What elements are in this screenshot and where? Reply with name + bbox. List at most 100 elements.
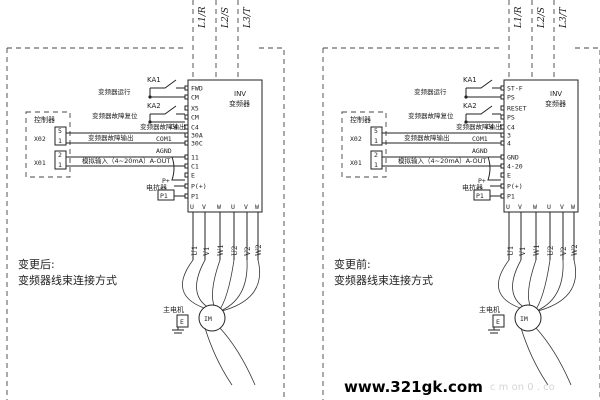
cable-label: U1 bbox=[191, 246, 199, 256]
terminal-pin bbox=[500, 94, 505, 100]
terminal-label: PS bbox=[507, 114, 515, 122]
wire-tag: AGND bbox=[472, 147, 488, 155]
cable-label: W2 bbox=[255, 244, 263, 256]
port-pin: 1 bbox=[374, 137, 378, 145]
terminal-pin bbox=[500, 85, 505, 91]
ground-label: E bbox=[180, 318, 184, 326]
junction-dot bbox=[148, 120, 152, 124]
panel-enclosure bbox=[6, 47, 285, 400]
terminal-pin bbox=[184, 183, 189, 189]
controller-box bbox=[341, 111, 387, 178]
cable-label: V1 bbox=[203, 246, 211, 257]
ground-label: E bbox=[496, 318, 500, 326]
terminal-label: W bbox=[255, 203, 259, 211]
wire-tag: AGND bbox=[156, 147, 172, 155]
ka1-contact bbox=[466, 79, 501, 89]
fault-output-label: 变频器故障输出 bbox=[456, 122, 502, 131]
terminal-pin bbox=[500, 163, 505, 169]
terminal-pin bbox=[500, 154, 505, 160]
terminal-pin bbox=[184, 172, 189, 178]
port-x02 bbox=[370, 126, 383, 146]
junction-dot bbox=[464, 95, 468, 99]
reset-label: 变频器故障复位 bbox=[408, 111, 454, 120]
motor-lead bbox=[528, 259, 537, 313]
terminal-label: FWD bbox=[191, 85, 203, 93]
terminal-pin bbox=[500, 183, 505, 189]
motor-lead bbox=[217, 259, 248, 313]
run-label: 变频器运行 bbox=[414, 87, 447, 96]
terminal-label: V bbox=[244, 203, 248, 211]
terminal-pin bbox=[184, 114, 189, 120]
terminal-pin bbox=[184, 85, 189, 91]
motor-lead bbox=[219, 327, 256, 386]
reactor-box bbox=[157, 189, 175, 201]
ka2-contact bbox=[150, 105, 185, 115]
shield-wire bbox=[171, 156, 185, 181]
port-x02 bbox=[54, 126, 67, 146]
motor-lead bbox=[533, 259, 564, 313]
terminal-pin bbox=[184, 132, 189, 138]
relay-label: KA2 bbox=[463, 102, 477, 110]
terminal-label: 11 bbox=[191, 154, 199, 162]
reactor-label: 电抗器 bbox=[462, 183, 483, 192]
motor-lead bbox=[512, 259, 535, 313]
cable-label: U2 bbox=[547, 246, 555, 256]
reactor-terminal: P1 bbox=[476, 192, 484, 200]
controller-box bbox=[25, 111, 71, 178]
terminal-label: E bbox=[191, 172, 195, 180]
caption-line1: 变更后: bbox=[18, 257, 55, 271]
terminal-pin bbox=[184, 154, 189, 160]
ka2-contact bbox=[466, 105, 501, 115]
reactor-box bbox=[473, 189, 491, 201]
cable-label: U2 bbox=[231, 246, 239, 256]
terminal-label: 30A bbox=[191, 132, 203, 140]
terminal-pin bbox=[500, 172, 505, 178]
motor-lead bbox=[535, 327, 572, 386]
supply-label: L1/R bbox=[198, 6, 208, 29]
panel-enclosure bbox=[322, 47, 600, 400]
terminal-pin bbox=[184, 163, 189, 169]
inverter-label: 变频器 bbox=[545, 99, 566, 108]
motor-circle bbox=[514, 304, 542, 332]
cable-label: W2 bbox=[571, 244, 579, 256]
supply-label: L3/T bbox=[243, 6, 253, 29]
motor-name: 主电机 bbox=[479, 305, 500, 314]
terminal-pin bbox=[184, 124, 189, 130]
terminal-pin bbox=[500, 124, 505, 130]
terminal-pin bbox=[500, 114, 505, 120]
motor-lead bbox=[182, 259, 219, 313]
port-pin: 1 bbox=[58, 161, 62, 169]
port-label: X02 bbox=[350, 135, 362, 143]
relay-label: KA1 bbox=[147, 76, 161, 84]
port-label: X01 bbox=[34, 159, 46, 167]
terminal-label: 4-20 bbox=[507, 163, 523, 171]
analog-label: 模拟输入（4~20mA）A-OUT bbox=[398, 156, 486, 165]
reactor-label: 电抗器 bbox=[146, 183, 167, 192]
caption-line2: 变频器线束连接方式 bbox=[18, 273, 117, 287]
terminal-label: W bbox=[217, 203, 221, 211]
terminal-label: U bbox=[190, 203, 194, 211]
ka1-contact bbox=[150, 79, 185, 89]
port-pin: 2 bbox=[58, 151, 62, 159]
terminal-label: V bbox=[202, 203, 206, 211]
terminal-label: U bbox=[506, 203, 510, 211]
terminal-label: RESET bbox=[507, 105, 527, 113]
analog-label: 模拟输入（4~20mA）A-OUT bbox=[82, 156, 170, 165]
terminal-label: V bbox=[560, 203, 564, 211]
motor-lead bbox=[212, 259, 221, 313]
port-pin: 1 bbox=[374, 161, 378, 169]
supply-label: L2/S bbox=[537, 7, 547, 29]
supply-label: L2/S bbox=[221, 7, 231, 29]
motor-lead bbox=[520, 327, 549, 386]
terminal-label: PS bbox=[507, 94, 515, 102]
terminal-label: U bbox=[231, 203, 235, 211]
terminal-label: U bbox=[547, 203, 551, 211]
cable-label: V2 bbox=[244, 246, 252, 257]
terminal-pin bbox=[184, 94, 189, 100]
terminal-label: P(+) bbox=[507, 183, 523, 191]
junction-dot bbox=[464, 120, 468, 124]
wire-tag: C4 bbox=[486, 123, 494, 131]
